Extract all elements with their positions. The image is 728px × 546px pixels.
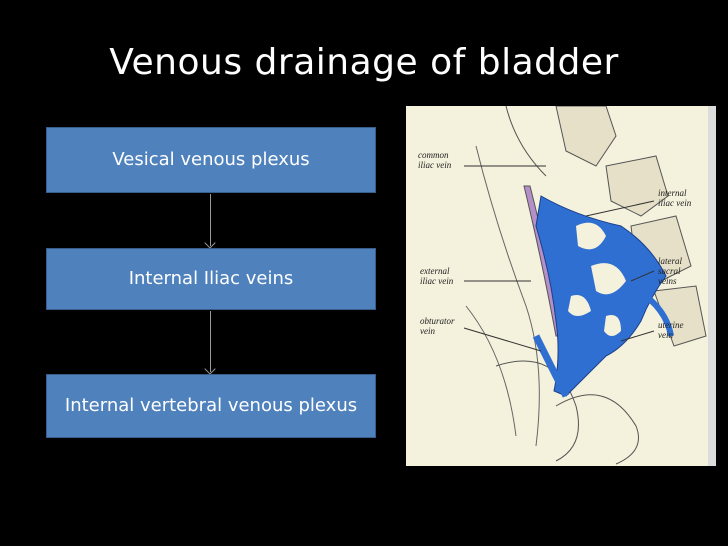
label-lateral-sacral-3: veins [658,276,677,286]
label-obturator-1: obturator [420,316,455,326]
pelvic-veins-illustration: common iliac vein internal iliac vein ex… [406,105,716,466]
label-lateral-sacral-1: lateral [658,256,682,266]
label-common-iliac-1: common [418,150,449,160]
label-external-iliac-1: external [420,266,450,276]
label-obturator-2: vein [420,326,435,336]
flow-box-vesical-plexus: Vesical venous plexus [46,127,376,193]
label-uterine-1: uterine [658,320,684,330]
label-common-iliac-2: iliac vein [418,160,452,170]
label-external-iliac-2: iliac vein [420,276,454,286]
label-lateral-sacral-2: sacral [658,266,681,276]
slide-title: Venous drainage of bladder [109,42,619,83]
label-internal-iliac-1: internal [658,188,687,198]
flow-arrow-2 [210,311,211,372]
flow-box-vertebral-plexus: Internal vertebral venous plexus [46,374,376,438]
anatomy-drawing: common iliac vein internal iliac vein ex… [418,105,716,466]
flow-arrow-1 [210,194,211,246]
label-internal-iliac-2: iliac vein [658,198,692,208]
label-uterine-2: vein [658,330,673,340]
flow-box-internal-iliac: Internal Iliac veins [46,248,376,310]
